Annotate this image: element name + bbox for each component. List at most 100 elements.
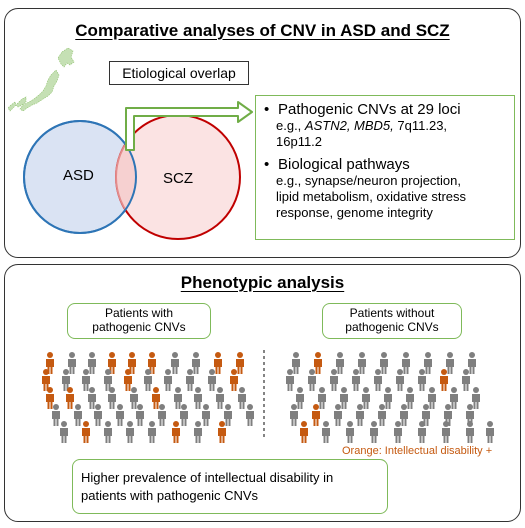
person-icon-gray: [224, 404, 232, 426]
person-icon-orange: [314, 352, 322, 374]
person-icon-gray: [108, 387, 116, 409]
finding-cnv-examples-line2: 16p11.2: [276, 134, 323, 149]
person-icon-gray: [192, 352, 200, 374]
person-icon-orange: [300, 421, 308, 443]
person-icon-gray: [194, 421, 202, 443]
person-icon-orange: [124, 369, 132, 391]
person-icon-orange: [42, 369, 50, 391]
person-icon-gray: [424, 352, 432, 374]
venn-label-asd: ASD: [63, 167, 94, 184]
person-icon-gray: [418, 369, 426, 391]
person-icon-gray: [216, 387, 224, 409]
person-icon-gray: [52, 404, 60, 426]
person-icon-gray: [88, 387, 96, 409]
person-icon-gray: [208, 369, 216, 391]
finding-cnv-examples: e.g., ASTN2, MBD5, 7q11.23,: [276, 118, 448, 133]
finding-cnv-genes: ASTN2, MBD5,: [304, 118, 394, 133]
finding-pathways-line1: e.g., synapse/neuron projection,: [276, 173, 462, 188]
conclusion-line2: patients with pathogenic CNVs: [81, 488, 259, 503]
person-icon-gray: [60, 421, 68, 443]
person-icon-orange: [214, 352, 222, 374]
person-icon-gray: [180, 404, 188, 426]
person-icon-gray: [238, 387, 246, 409]
person-icon-orange: [172, 421, 180, 443]
person-icon-gray: [148, 421, 156, 443]
person-icon-gray: [384, 387, 392, 409]
person-icon-gray: [346, 421, 354, 443]
person-icon-gray: [194, 387, 202, 409]
person-icon-gray: [292, 352, 300, 374]
person-icon-gray: [362, 387, 370, 409]
person-icon-orange: [152, 387, 160, 409]
person-icon-gray: [374, 369, 382, 391]
group-with-cnv-box: Patients with pathogenic CNVs: [67, 303, 211, 339]
conclusion-box: Higher prevalence of intellectual disabi…: [72, 459, 388, 514]
person-icon-gray: [158, 404, 166, 426]
person-icon-gray: [462, 369, 470, 391]
person-icon-gray: [406, 387, 414, 409]
person-icon-gray: [370, 421, 378, 443]
group-without-cnv-box: Patients without pathogenic CNVs: [322, 303, 462, 339]
person-icon-gray: [62, 369, 70, 391]
legend-orange: Orange: Intellectual disability +: [342, 445, 493, 457]
person-icon-gray: [74, 404, 82, 426]
person-icon-gray: [402, 352, 410, 374]
finding-pathways: Biological pathways: [264, 156, 510, 173]
person-icon-gray: [116, 404, 124, 426]
finding-cnv-heading: Pathogenic CNVs at 29 loci: [278, 101, 461, 118]
person-icon-gray: [290, 404, 298, 426]
person-icon-gray: [174, 387, 182, 409]
person-icon-gray: [136, 404, 144, 426]
person-icon-gray: [104, 421, 112, 443]
person-icon-gray: [171, 352, 179, 374]
finding-pathways-line3: response, genome integrity: [276, 205, 433, 220]
person-icon-gray: [318, 387, 326, 409]
person-icon-gray: [468, 352, 476, 374]
person-icon-gray: [164, 369, 172, 391]
person-icon-orange: [218, 421, 226, 443]
person-icon-orange: [230, 369, 238, 391]
overlap-region: [115, 144, 136, 210]
etiological-overlap-box: Etiological overlap: [109, 61, 249, 85]
person-icon-gray: [308, 369, 316, 391]
etiological-overlap-label: Etiological overlap: [122, 65, 236, 81]
person-icon-gray: [358, 352, 366, 374]
person-icon-gray: [202, 404, 210, 426]
person-icon-gray: [94, 404, 102, 426]
person-icon-orange: [440, 369, 448, 391]
person-icon-gray: [418, 421, 426, 443]
person-icon-gray: [334, 404, 342, 426]
person-icon-orange: [312, 404, 320, 426]
person-icon-gray: [246, 404, 254, 426]
person-icon-orange: [236, 352, 244, 374]
findings-box: Pathogenic CNVs at 29 loci e.g., ASTN2, …: [255, 95, 515, 240]
person-icon-gray: [330, 369, 338, 391]
people-without-cnv: [286, 352, 494, 443]
person-icon-gray: [68, 352, 76, 374]
overlap-arrow-icon: [125, 101, 253, 151]
person-icon-gray: [394, 421, 402, 443]
person-icon-gray: [466, 421, 474, 443]
person-icon-gray: [336, 352, 344, 374]
person-icon-gray: [296, 387, 304, 409]
person-icon-gray: [486, 421, 494, 443]
conclusion-line1: Higher prevalence of intellectual disabi…: [81, 470, 334, 485]
venn-label-scz: SCZ: [163, 170, 193, 187]
person-icon-gray: [82, 369, 90, 391]
person-icon-gray: [380, 352, 388, 374]
person-icon-gray: [356, 404, 364, 426]
person-icon-gray: [340, 387, 348, 409]
person-icon-gray: [450, 387, 458, 409]
person-icon-orange: [66, 387, 74, 409]
person-icon-orange: [46, 387, 54, 409]
person-icon-gray: [396, 369, 404, 391]
person-icon-gray: [104, 369, 112, 391]
person-icon-gray: [472, 387, 480, 409]
person-icon-orange: [82, 421, 90, 443]
person-icon-gray: [352, 369, 360, 391]
person-icon-gray: [428, 387, 436, 409]
person-icon-gray: [286, 369, 294, 391]
finding-pathways-line2: lipid metabolism, oxidative stress: [276, 189, 467, 204]
person-icon-gray: [322, 421, 330, 443]
